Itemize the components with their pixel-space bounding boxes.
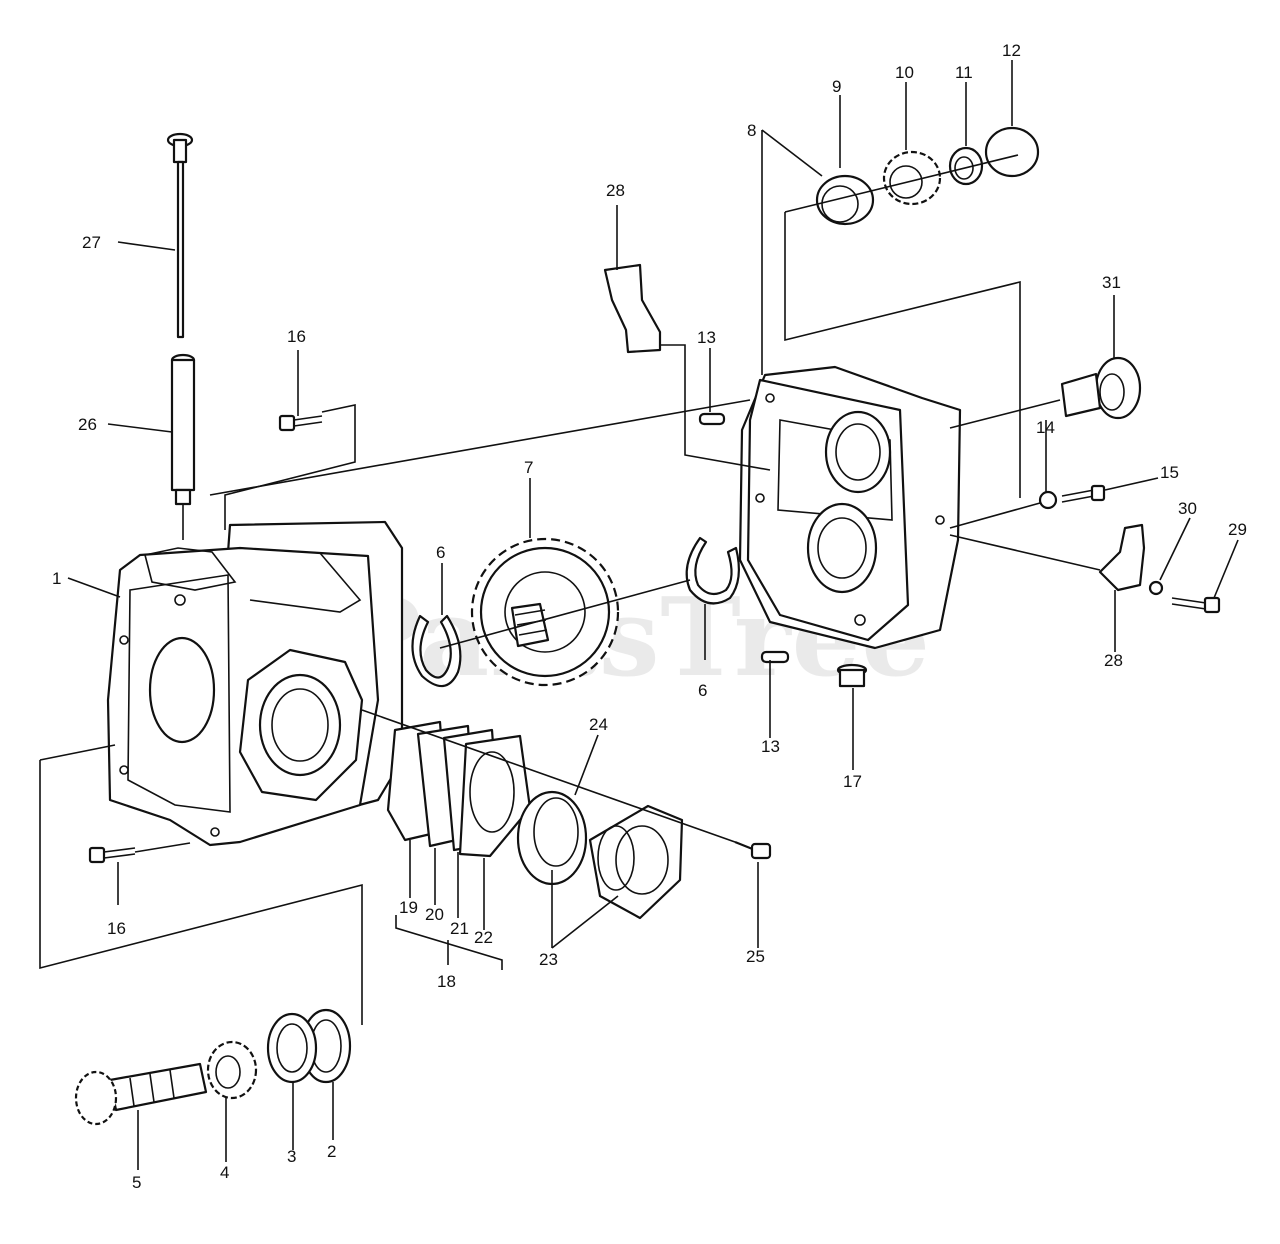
bolt-16-bottom — [88, 846, 136, 864]
callout-27: 27 — [82, 233, 101, 252]
callout-labels: 1 2 3 4 5 6 6 7 8 9 10 11 12 13 13 14 15… — [52, 41, 1247, 1192]
callout-31: 31 — [1102, 273, 1121, 292]
callout-4: 4 — [220, 1163, 229, 1182]
callout-20: 20 — [425, 905, 444, 924]
dipstick-tube-26 — [170, 353, 196, 506]
callout-6-right: 6 — [698, 681, 707, 700]
callout-12: 12 — [1002, 41, 1021, 60]
plug-17 — [836, 663, 868, 688]
callout-28-top: 28 — [606, 181, 625, 200]
pin-13-top — [698, 412, 726, 426]
callout-22: 22 — [474, 928, 493, 947]
callout-30: 30 — [1178, 499, 1197, 518]
bolt-15 — [1061, 484, 1106, 503]
callout-7: 7 — [524, 458, 533, 477]
callout-3: 3 — [287, 1147, 296, 1166]
callout-2: 2 — [327, 1142, 336, 1161]
callout-11: 11 — [955, 63, 973, 82]
retainer-23 — [588, 804, 684, 920]
callout-6-left: 6 — [436, 543, 445, 562]
callout-23: 23 — [539, 950, 558, 969]
callout-5: 5 — [132, 1173, 141, 1192]
bolt-25 — [734, 840, 772, 860]
callout-17: 17 — [843, 772, 862, 791]
bracket-28-right — [1098, 523, 1146, 592]
callout-16-bottom: 16 — [107, 919, 126, 938]
cap-12 — [984, 126, 1040, 178]
washer-14 — [1038, 490, 1058, 510]
callout-21: 21 — [450, 919, 469, 938]
callout-26: 26 — [78, 415, 97, 434]
callout-1: 1 — [52, 569, 61, 588]
transmission-housing-left — [106, 520, 404, 847]
callout-10: 10 — [895, 63, 914, 82]
gasket-stack — [386, 720, 532, 858]
callout-15: 15 — [1160, 463, 1179, 482]
callout-8: 8 — [747, 121, 756, 140]
bearing-race-9 — [815, 174, 875, 226]
callout-29: 29 — [1228, 520, 1247, 539]
nut-30 — [1148, 580, 1164, 596]
callout-16-top: 16 — [287, 327, 306, 346]
callout-28-right: 28 — [1104, 651, 1123, 670]
callout-19: 19 — [399, 898, 418, 917]
callout-18: 18 — [437, 972, 456, 991]
transmission-cover-right — [738, 365, 962, 650]
gear-7 — [470, 537, 620, 687]
callout-25: 25 — [746, 947, 765, 966]
callout-14: 14 — [1036, 418, 1055, 437]
snap-ring-6-right — [685, 536, 741, 605]
pin-13-bottom — [760, 650, 790, 664]
pinion-shaft-5 — [74, 1062, 208, 1126]
leader-lines — [39, 60, 1239, 1170]
callout-13-top: 13 — [697, 328, 716, 347]
callout-13-bottom: 13 — [761, 737, 780, 756]
snap-ring-6-left — [411, 614, 462, 688]
bearing-31 — [1060, 356, 1142, 420]
dipstick-27 — [166, 132, 194, 339]
bolt-16-top — [278, 414, 323, 432]
bolt-29 — [1171, 596, 1221, 614]
callout-24: 24 — [589, 715, 608, 734]
tapered-bearing-10 — [882, 150, 942, 206]
tapered-bearing-4 — [206, 1040, 258, 1100]
callout-9: 9 — [832, 77, 841, 96]
bearing-cup-3 — [266, 1012, 318, 1084]
bracket-28-top — [603, 263, 662, 354]
snap-ring-11 — [948, 146, 984, 186]
